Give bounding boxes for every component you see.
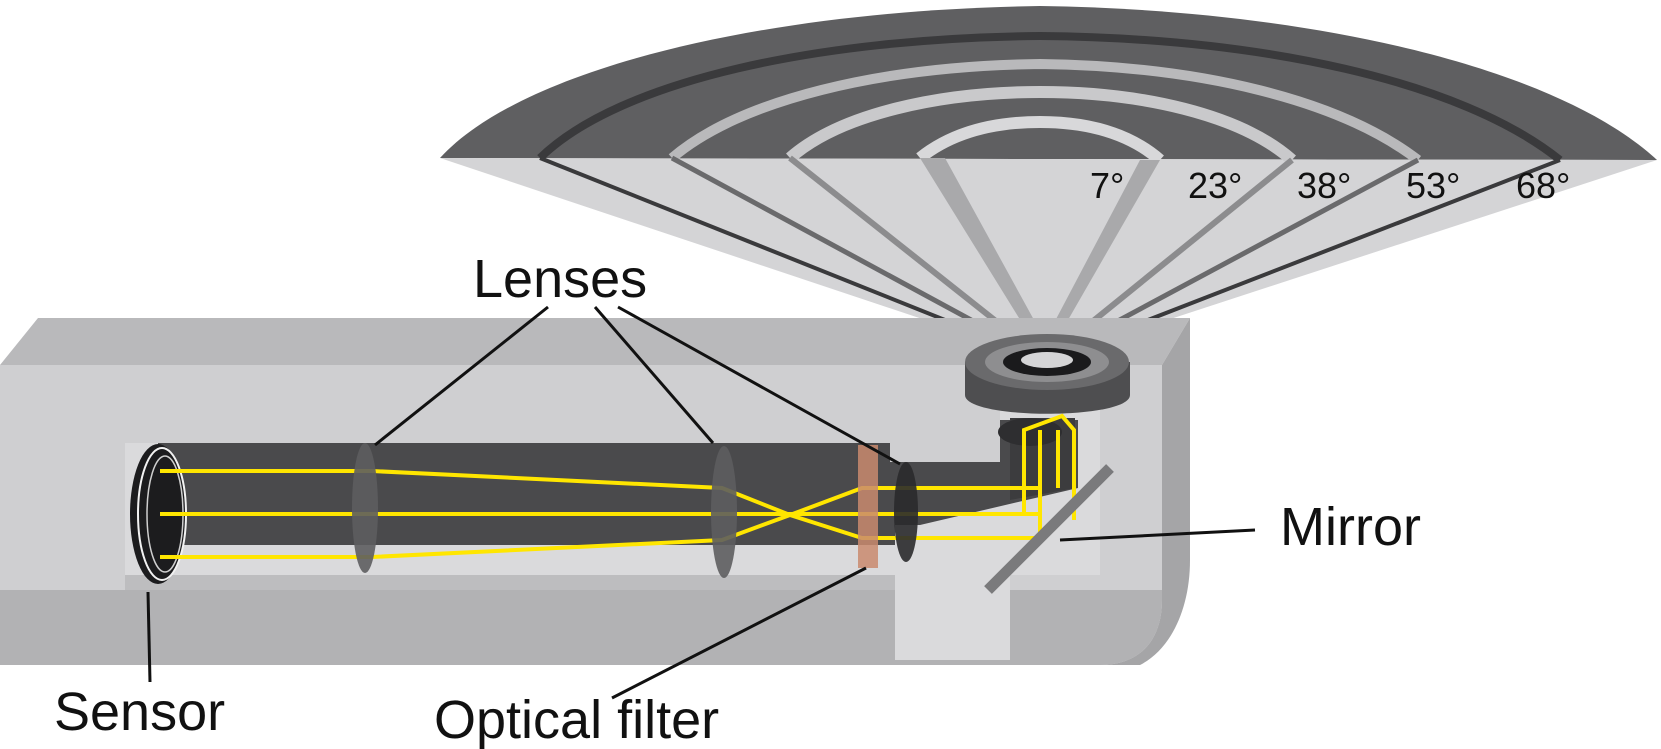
leader-mirror [1059, 528, 1256, 542]
ring-23 [916, 115, 1164, 165]
leader-lines [146, 305, 1256, 700]
light-rays [160, 413, 1076, 559]
aperture-hole [1021, 352, 1073, 368]
channel-floor [125, 575, 895, 590]
angle-label-68: 68° [1516, 165, 1570, 206]
lens-3 [894, 462, 918, 562]
lens-1 [352, 443, 378, 573]
leader-filter [611, 566, 867, 700]
sensor-disc [130, 444, 186, 584]
cone-disc-top [440, 6, 1657, 160]
angle-label-7: 7° [1090, 165, 1124, 206]
lenses [352, 443, 918, 578]
optical-filter-label: Optical filter [434, 690, 719, 749]
angle-labels: 7° 23° 38° 53° 68° [1090, 165, 1570, 206]
lenses-label: Lenses [473, 249, 647, 309]
angle-label-23: 23° [1188, 165, 1242, 206]
leader-lens-1 [374, 305, 549, 447]
ring-68 [537, 31, 1563, 164]
angle-label-38: 38° [1297, 165, 1351, 206]
ray-bottom [160, 486, 1040, 559]
mirror-label: Mirror [1280, 497, 1421, 557]
housing-lower-band [0, 590, 1162, 665]
lens-2 [711, 446, 737, 578]
sensor-label: Sensor [54, 682, 225, 742]
optical-filter [858, 445, 878, 568]
leader-lens-3 [617, 305, 901, 466]
ring-53 [668, 58, 1422, 164]
housing-top [0, 318, 1190, 365]
cone-inner-wedge [920, 158, 1160, 360]
leader-sensor [146, 591, 152, 683]
cone-body [440, 158, 1657, 360]
mirror [984, 464, 1114, 594]
angle-label-53: 53° [1406, 165, 1460, 206]
ray-top [160, 469, 1040, 540]
aperture-lens-small [998, 418, 1062, 446]
ray-up-1 [1022, 413, 1076, 520]
aperture [965, 334, 1130, 446]
housing-side [1100, 318, 1190, 665]
leader-lens-2 [593, 306, 715, 444]
ring-38 [786, 85, 1296, 165]
